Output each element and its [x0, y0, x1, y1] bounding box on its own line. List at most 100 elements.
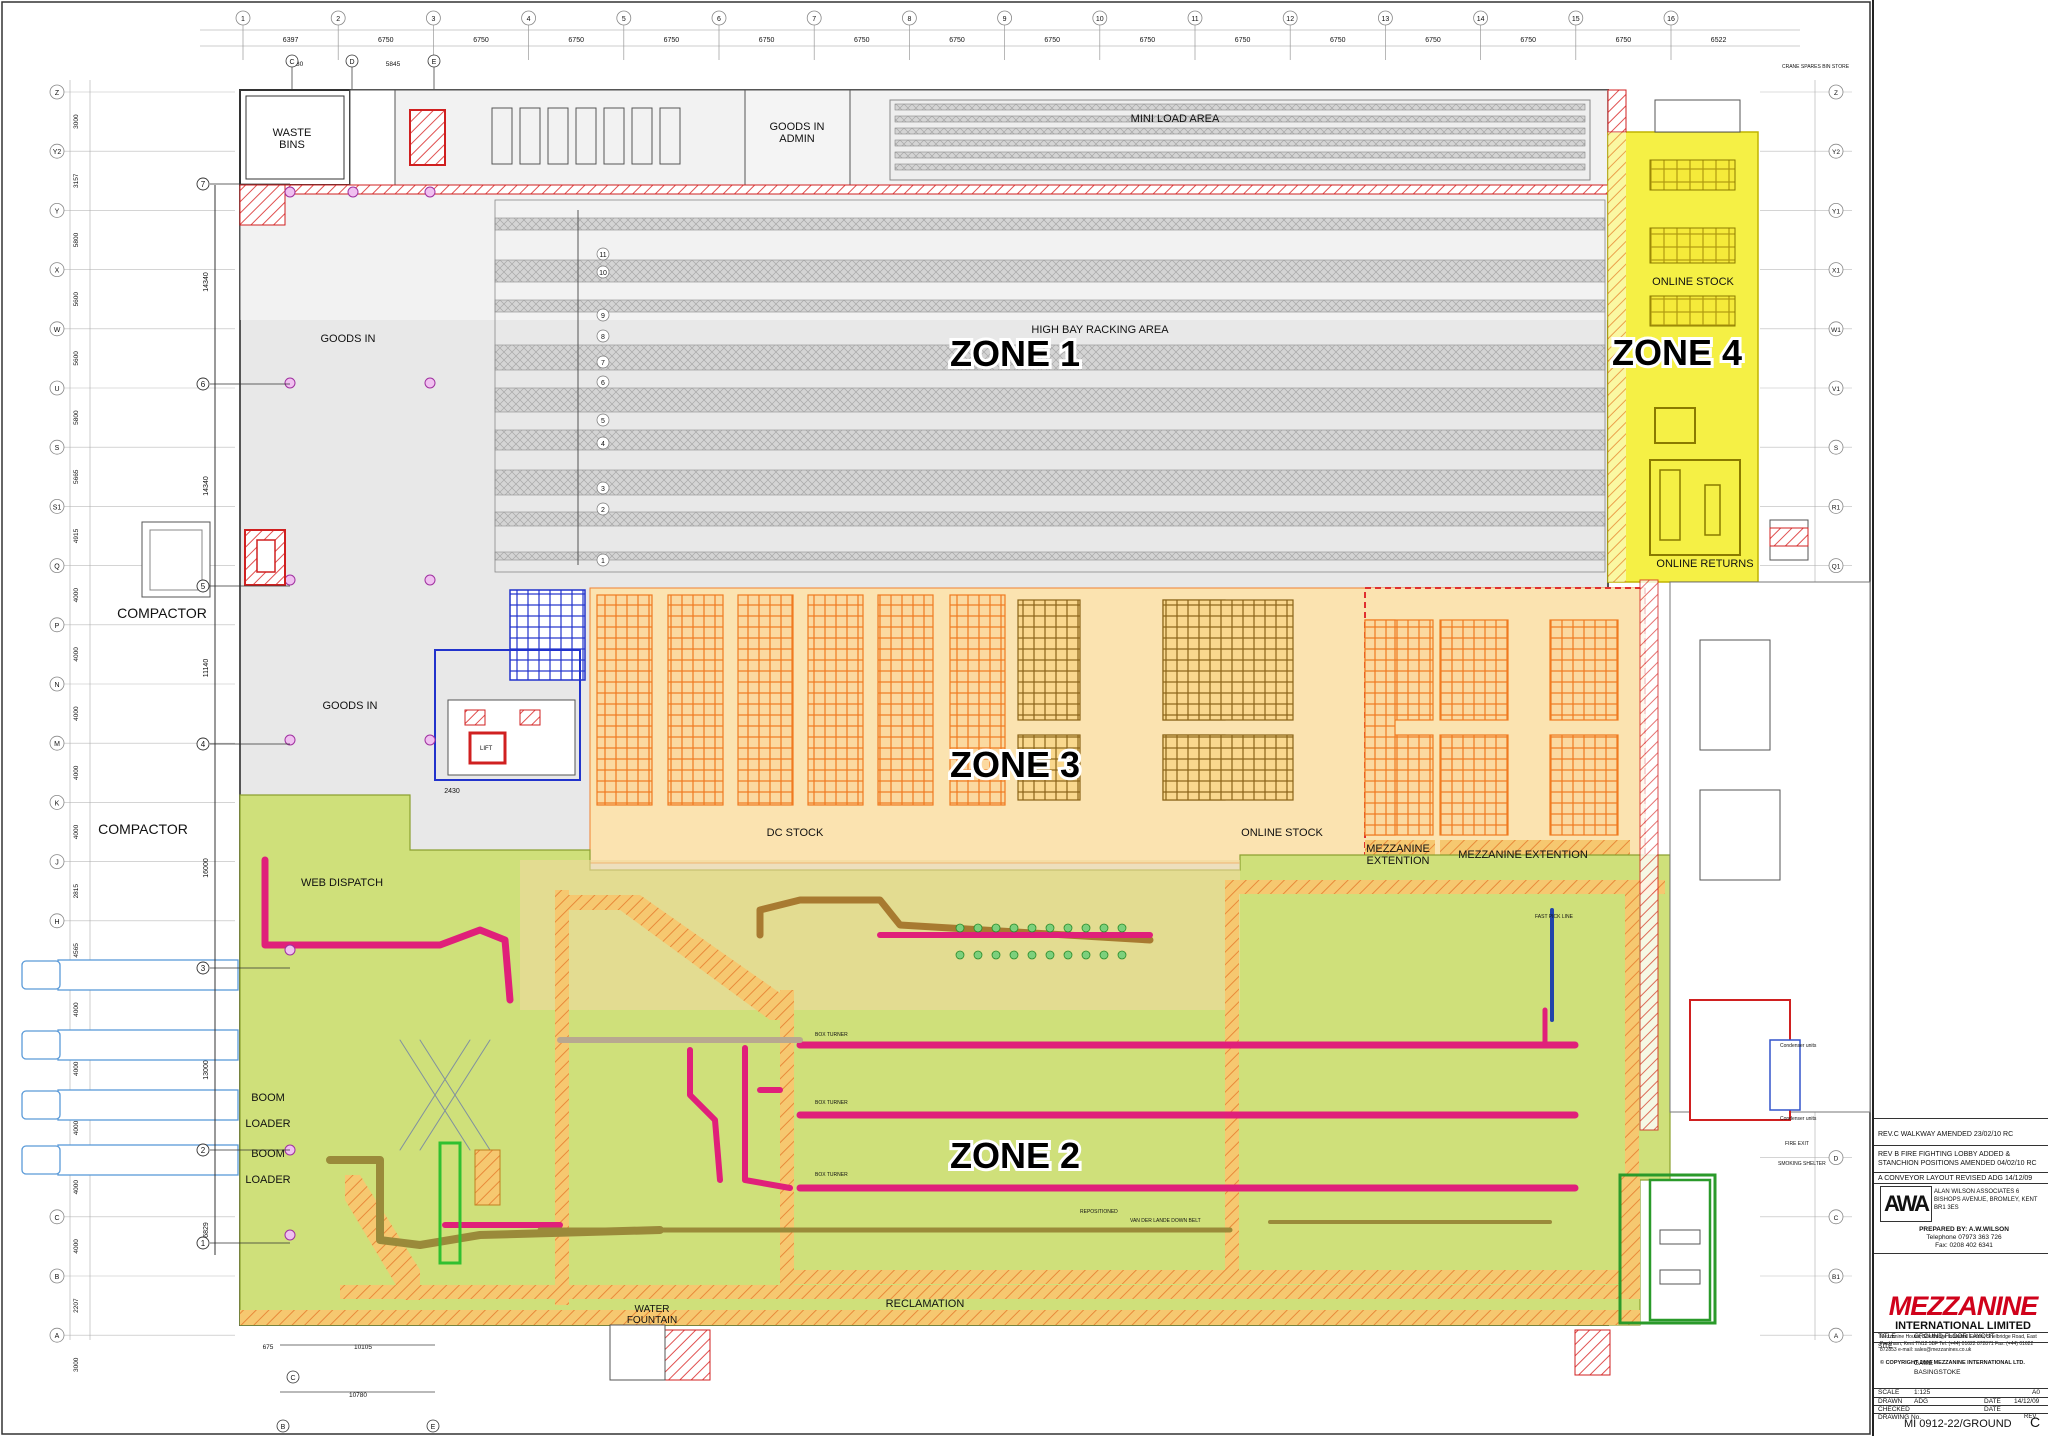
grid-row-bubble	[49, 439, 65, 455]
grid-row-label: K	[55, 800, 60, 807]
grid-row-bubble	[49, 735, 65, 751]
zone-4-area	[1607, 131, 1759, 583]
aisle-bubble	[596, 329, 610, 343]
grid-circle	[196, 1143, 210, 1157]
grid-col-bubble	[997, 10, 1012, 26]
axial-load-marker	[424, 377, 436, 389]
grid-col-dim: 6750	[378, 37, 394, 44]
grid-row-label: X	[55, 268, 60, 275]
waste-bins-label-2: BINS	[279, 139, 305, 151]
mini-load-rack	[894, 151, 1586, 159]
grid-col-dim: 6750	[1140, 37, 1156, 44]
grid-col-bubble	[1568, 10, 1584, 26]
workstation-dot	[1099, 923, 1109, 933]
conveyor-return	[1522, 1007, 1548, 1048]
grid-col-bubble	[616, 10, 632, 26]
conveyor-diagonal	[399, 1039, 471, 1151]
grid-row-label: M	[54, 741, 60, 748]
aisle-bubble	[596, 375, 610, 389]
grid-col-dim: 6750	[1330, 37, 1346, 44]
grid-row-bubble-right	[1828, 558, 1844, 573]
grid-col-dim: 6750	[854, 37, 870, 44]
aisle-number: 8	[601, 334, 605, 341]
workstation-dot	[973, 923, 983, 933]
dim-left: 11140	[203, 659, 210, 678]
grid-row-bubble-right	[1828, 84, 1844, 100]
conveyor-diagonal	[419, 1039, 491, 1151]
smoking-label: SMOKING SHELTER	[1778, 1161, 1826, 1167]
aisle-bubble	[596, 308, 610, 322]
green-device	[438, 1141, 462, 1265]
grid-row-label-right: V1	[1832, 386, 1840, 393]
grid-bottom-letter: B	[281, 1424, 286, 1431]
high-bay-label: HIGH BAY RACKING AREA	[1031, 324, 1169, 336]
grid-row-label-right: Z	[1834, 90, 1838, 97]
site-value-1: GAME	[1914, 1360, 1934, 1367]
mezz-rack-block	[1549, 734, 1619, 836]
dc-rack-block	[877, 594, 934, 806]
aisle-bubble	[596, 413, 610, 427]
checked-label: CHECKED	[1878, 1406, 1910, 1413]
grid-col-label: 9	[1003, 16, 1007, 23]
grid-col-bubble	[1663, 10, 1679, 26]
workstation	[659, 107, 681, 165]
grid-col-label: 7	[812, 16, 816, 23]
conveyors	[261, 186, 1579, 1265]
grid-col-dim: 6750	[568, 37, 584, 44]
workstation-dot	[991, 923, 1001, 933]
aisle-number: 11	[599, 252, 606, 259]
date-value: 14/12/09	[2014, 1398, 2040, 1405]
grid-col-dim: 6750	[1520, 37, 1536, 44]
axial-load-marker	[347, 186, 359, 198]
grid-col-label: 14	[1477, 16, 1485, 23]
goods-in-admin-label-2: ADMIN	[779, 133, 815, 145]
axial-load-marker	[424, 734, 436, 746]
grid-row-label: Y	[55, 208, 60, 215]
grid-row-bubble	[49, 202, 65, 218]
dc-rack-block	[807, 594, 864, 806]
grid-row-label: Y2	[53, 149, 62, 156]
drawing-label: DRAWING No.	[1878, 1414, 1922, 1421]
rack-row	[494, 429, 1606, 451]
grid-row-label: A	[55, 1333, 60, 1340]
stair-core	[409, 109, 446, 166]
workstation-dot	[1009, 923, 1019, 933]
grid-row-dim: 4000	[73, 1061, 80, 1076]
conveyor-web-dispatch	[261, 856, 514, 1004]
grid-col-label: 4	[527, 16, 531, 23]
condenser-label-1: Condenser units	[1780, 1043, 1817, 1049]
company-subtitle: INTERNATIONAL LIMITED	[1895, 1320, 2031, 1332]
zone-1-label: ZONE 1	[950, 333, 1080, 374]
aisle-number: 3	[601, 486, 605, 493]
walkway-top	[239, 184, 1611, 195]
rack-row	[494, 387, 1606, 413]
grid-row-bubble-right	[1828, 380, 1844, 396]
fire-exit-label: FIRE EXIT	[1785, 1141, 1809, 1147]
grid-col-dim: 6522	[1711, 37, 1727, 44]
grid-col-bubble	[902, 10, 917, 26]
grid-circle	[196, 377, 210, 391]
workstation-dot	[1099, 950, 1109, 960]
grid-col-dim: 6750	[1044, 37, 1060, 44]
grid-col-bubble	[330, 10, 346, 26]
dc-rack-block	[667, 594, 724, 806]
grid-row-label-right: B1	[1832, 1274, 1840, 1281]
grid-top-letter: E	[432, 59, 437, 66]
grid-row-bubble	[49, 854, 65, 869]
aisle-bubble	[596, 265, 610, 279]
awa-address: ALAN WILSON ASSOCIATES 6 BISHOPS AVENUE,…	[1934, 1189, 2038, 1211]
grid-circle	[196, 737, 210, 751]
grid-row-label-right: C	[1834, 1215, 1839, 1222]
grid-row-dim: 4000	[73, 824, 80, 839]
box-turner-label-2: BOX TURNER	[815, 1100, 848, 1106]
revision-b: REV B FIRE FIGHTING LOBBY ADDED & STANCH…	[1878, 1151, 2037, 1167]
grid-circle-label: 4	[201, 740, 206, 749]
mini-load-rack	[894, 115, 1586, 123]
aisle-number: 6	[601, 380, 605, 387]
grid-bottom-letter-bubble	[426, 1419, 440, 1433]
mezz-ext-label-1b: EXTENTION	[1367, 855, 1430, 867]
grid-row-bubble	[49, 1327, 65, 1343]
revision-c: REV.C WALKWAY AMENDED 23/02/10 RC	[1878, 1131, 2014, 1138]
workstation-dot	[1081, 950, 1091, 960]
